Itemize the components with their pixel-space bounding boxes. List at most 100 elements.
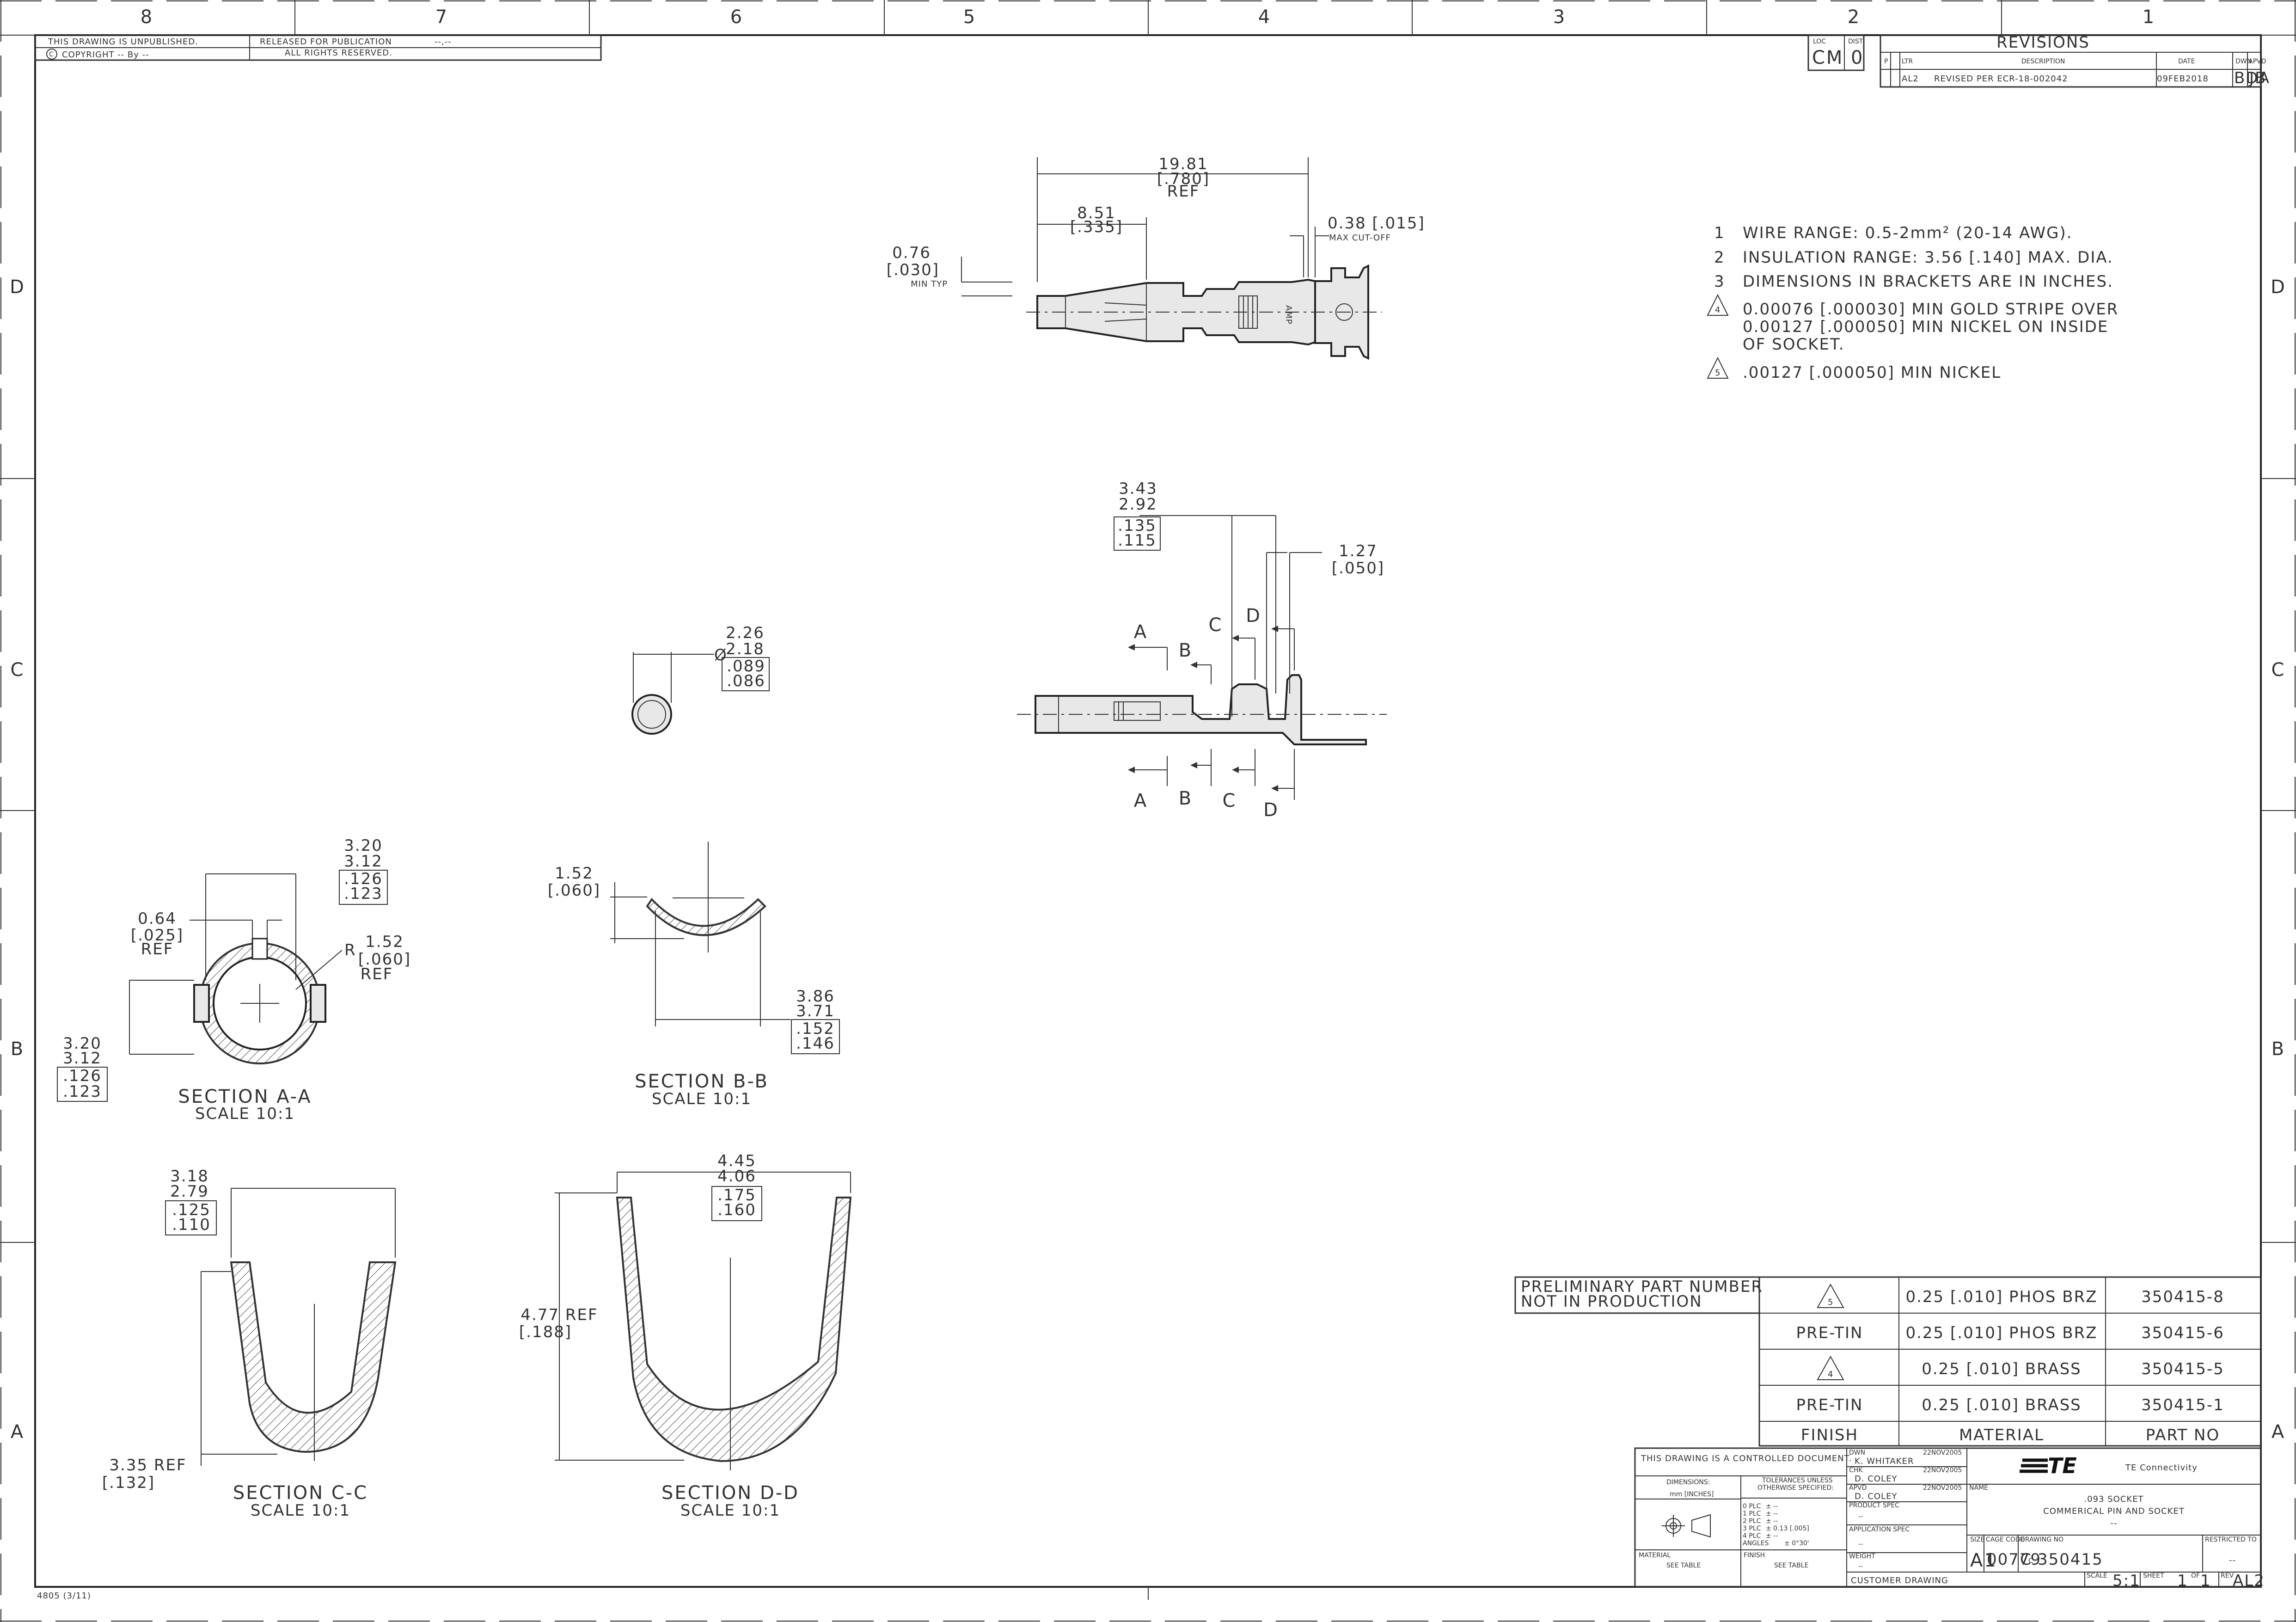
svg-text:5: 5 xyxy=(1828,1297,1833,1307)
svg-text:SEE TABLE: SEE TABLE xyxy=(1774,1562,1808,1569)
svg-text:SCALE 10:1: SCALE 10:1 xyxy=(652,1090,752,1108)
svg-text:D. COLEY: D. COLEY xyxy=(1855,1474,1897,1484)
svg-text:REV: REV xyxy=(2221,1572,2234,1579)
section-d-d: 4.45 4.06 .175 .160 4.77 REF [.188] SECT… xyxy=(519,1152,852,1520)
svg-text:DATE: DATE xyxy=(2178,58,2195,65)
svg-text:--: -- xyxy=(1858,1541,1863,1548)
svg-text:.152: .152 xyxy=(796,1020,835,1038)
revision-row: AL2 xyxy=(1902,74,1919,84)
svg-text:LTR: LTR xyxy=(1902,58,1913,65)
svg-text:PRODUCT SPEC: PRODUCT SPEC xyxy=(1849,1502,1899,1509)
column-label: 5 xyxy=(963,6,976,28)
column-label: 7 xyxy=(435,6,448,28)
svg-text:WIRE RANGE: 0.5-2mm² (20-14 AW: WIRE RANGE: 0.5-2mm² (20-14 AWG). xyxy=(1743,224,2073,242)
svg-text:.175: .175 xyxy=(717,1186,756,1204)
svg-text:.126: .126 xyxy=(63,1067,102,1085)
svg-text:A: A xyxy=(1134,621,1148,643)
row-label: D xyxy=(2271,276,2286,298)
row-label: A xyxy=(2272,1421,2285,1443)
revision-row: 09FEB2018 xyxy=(2157,74,2209,84)
svg-text:DRAWING NO: DRAWING NO xyxy=(2020,1536,2063,1543)
zone-labels: 8 7 6 5 4 3 2 1 D C B A D C B A 4805 (3/… xyxy=(10,6,2286,1601)
svg-text:0.25 [.010] BRASS: 0.25 [.010] BRASS xyxy=(1922,1396,2082,1414)
svg-text:TOLERANCES UNLESS: TOLERANCES UNLESS xyxy=(1762,1477,1833,1484)
svg-text:4.45: 4.45 xyxy=(717,1152,756,1170)
svg-text:DIST: DIST xyxy=(1848,38,1863,45)
svg-text:2.18: 2.18 xyxy=(726,640,765,658)
row-label: B xyxy=(2272,1038,2285,1060)
svg-text:THIS DRAWING IS A CONTROLLED D: THIS DRAWING IS A CONTROLLED DOCUMENT. xyxy=(1641,1454,1852,1463)
svg-text:8.51: 8.51 xyxy=(1077,204,1116,222)
svg-text:C: C xyxy=(2028,1557,2033,1565)
svg-text:.089: .089 xyxy=(727,657,765,676)
svg-text:3.35 REF: 3.35 REF xyxy=(109,1456,186,1475)
svg-text:0.00076 [.000030] MIN GOLD STR: 0.00076 [.000030] MIN GOLD STRIPE OVER xyxy=(1743,300,2118,319)
svg-text:[.025]: [.025] xyxy=(131,926,184,945)
svg-text:3.18: 3.18 xyxy=(170,1167,209,1186)
column-label: 8 xyxy=(141,6,153,28)
svg-text:3.12: 3.12 xyxy=(63,1049,102,1068)
svg-text:2.26: 2.26 xyxy=(726,624,765,642)
tolerance-row: ANGLES xyxy=(1743,1540,1769,1547)
loc-dist-block: LOC CM DIST 0 xyxy=(1807,34,1865,71)
row-label: D xyxy=(10,276,25,298)
finish-flag-triangle-icon xyxy=(1817,1355,1844,1380)
svg-text:1.52: 1.52 xyxy=(365,933,404,951)
svg-text:.123: .123 xyxy=(344,885,383,903)
svg-text:1.27: 1.27 xyxy=(1339,542,1378,560)
row-label: A xyxy=(11,1421,24,1443)
svg-text:350415-1: 350415-1 xyxy=(2141,1396,2224,1414)
finish-flag-triangle-icon xyxy=(1817,1283,1844,1308)
svg-text:RESTRICTED TO: RESTRICTED TO xyxy=(2205,1536,2257,1543)
section-a-a: 3.20 3.12 .126 .123 0.64 [.025] REF R 1.… xyxy=(57,836,410,1123)
svg-text:0.00127 [.000050] MIN NICKEL O: 0.00127 [.000050] MIN NICKEL ON INSIDE xyxy=(1743,318,2108,336)
svg-text:TE Connectivity: TE Connectivity xyxy=(2125,1463,2198,1473)
svg-text:19.81: 19.81 xyxy=(1158,155,1208,173)
svg-text:.126: .126 xyxy=(344,870,383,888)
svg-text:0.25 [.010] PHOS BRZ: 0.25 [.010] PHOS BRZ xyxy=(1905,1324,2097,1342)
svg-text:REF: REF xyxy=(141,940,174,958)
svg-text:[.030]: [.030] xyxy=(887,261,939,279)
svg-text:2: 2 xyxy=(1714,248,1725,267)
svg-text:3.86: 3.86 xyxy=(796,987,835,1006)
svg-text:[.050]: [.050] xyxy=(1332,559,1384,578)
tolerance-row: 1 PLC xyxy=(1743,1510,1761,1518)
note-flag-triangle-icon xyxy=(1707,294,1729,316)
svg-text:4.77 REF: 4.77 REF xyxy=(520,1306,598,1324)
svg-text:PRELIMINARY PART NUMBER: PRELIMINARY PART NUMBER xyxy=(1521,1278,1763,1296)
tolerance-row: 3 PLC xyxy=(1743,1525,1761,1532)
svg-text:22NOV2005: 22NOV2005 xyxy=(1923,1467,1962,1474)
svg-text:0.38 [.015]: 0.38 [.015] xyxy=(1328,214,1425,233)
svg-text:C: C xyxy=(1209,614,1223,636)
svg-text:C: C xyxy=(2020,1550,2032,1569)
svg-text:0.76: 0.76 xyxy=(892,244,931,262)
svg-text:4.06: 4.06 xyxy=(717,1167,756,1186)
svg-text:SCALE 10:1: SCALE 10:1 xyxy=(680,1501,780,1520)
svg-text:0.25 [.010] PHOS BRZ: 0.25 [.010] PHOS BRZ xyxy=(1905,1288,2097,1306)
front-view: A A B B C C D D 3.43 2.92 .135 . xyxy=(1017,479,1387,821)
svg-text:DWN: DWN xyxy=(1849,1449,1865,1456)
section-c-c: 3.18 2.79 .125 .110 3.35 REF [.132] SECT… xyxy=(102,1167,397,1520)
te-logo: TE xyxy=(2020,1453,2077,1478)
svg-text:5: 5 xyxy=(1715,368,1720,378)
svg-text:5:1: 5:1 xyxy=(2112,1572,2141,1590)
svg-text:DESCRIPTION: DESCRIPTION xyxy=(2021,58,2065,65)
tolerance-row: ± -- xyxy=(1766,1518,1778,1525)
svg-text:MATERIAL: MATERIAL xyxy=(1959,1426,2044,1444)
svg-text:mm [INCHES]: mm [INCHES] xyxy=(1670,1491,1714,1498)
form-number: 4805 (3/11) xyxy=(37,1591,91,1601)
svg-text:D: D xyxy=(1246,605,1261,627)
tolerance-row: ± 0.13 [.005] xyxy=(1766,1525,1809,1532)
revisions-block: REVISIONS P LTR DESCRIPTION DATE DWN APV… xyxy=(1880,33,2269,88)
revision-row: JB xyxy=(2248,69,2266,87)
svg-text:PRE-TIN: PRE-TIN xyxy=(1796,1396,1863,1414)
tolerance-row: 2 PLC xyxy=(1743,1518,1761,1525)
svg-text:K. WHITAKER: K. WHITAKER xyxy=(1855,1456,1914,1466)
svg-text:FINISH: FINISH xyxy=(1801,1426,1858,1444)
svg-text:.093 SOCKET: .093 SOCKET xyxy=(2084,1494,2143,1504)
svg-text:.160: .160 xyxy=(717,1201,756,1219)
svg-text:DIMENSIONS IN BRACKETS ARE IN: DIMENSIONS IN BRACKETS ARE IN INCHES. xyxy=(1743,272,2113,291)
svg-text:MAX CUT-OFF: MAX CUT-OFF xyxy=(1329,233,1391,243)
svg-text:REVISIONS: REVISIONS xyxy=(1996,33,2090,52)
